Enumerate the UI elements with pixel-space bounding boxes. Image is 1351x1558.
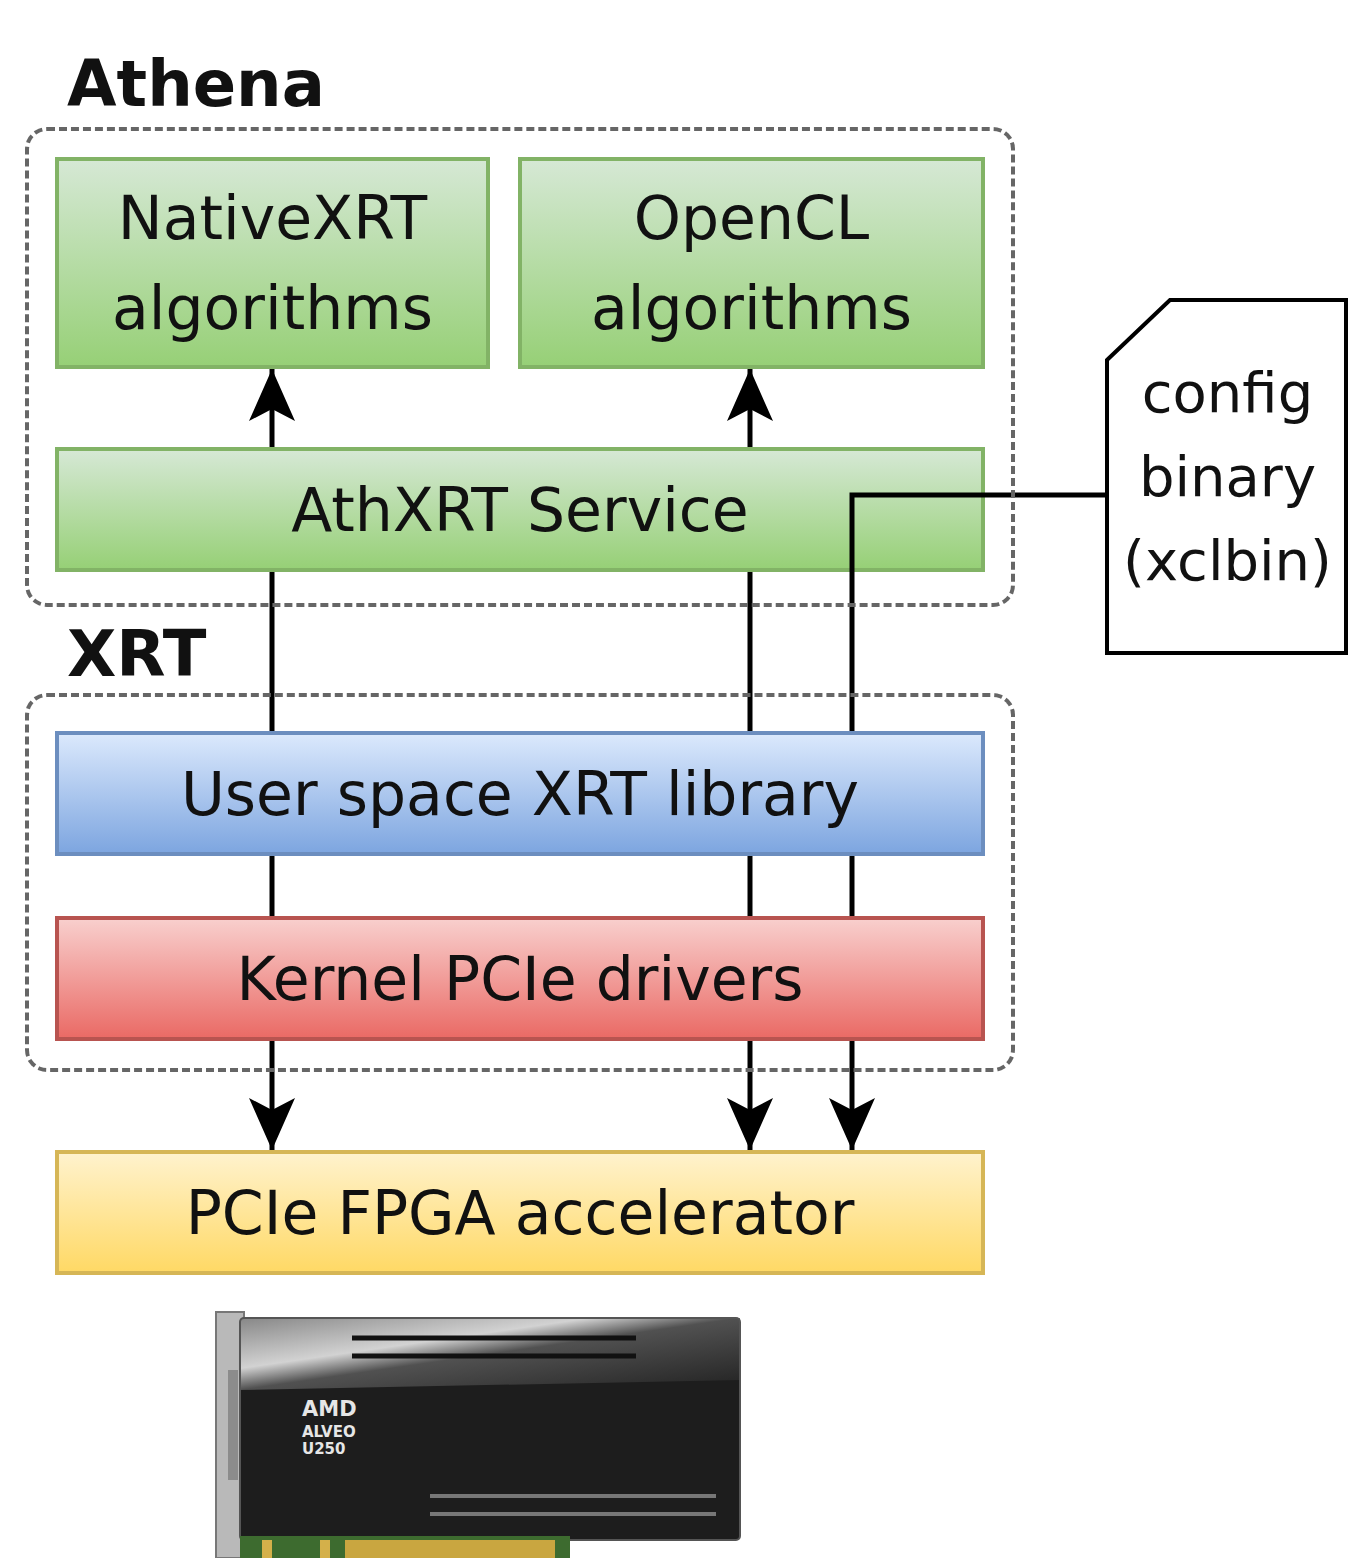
node-text: NativeXRT algorithms xyxy=(71,173,474,353)
connector xyxy=(270,856,275,916)
card-groove xyxy=(430,1494,716,1498)
node-content: AthXRT Service xyxy=(59,451,981,568)
connector xyxy=(748,1041,753,1150)
connector xyxy=(270,1041,275,1150)
config-wire xyxy=(852,495,985,572)
card-body xyxy=(240,1318,740,1540)
card-groove xyxy=(352,1336,636,1341)
card-label: AMD xyxy=(302,1399,357,1420)
group-heading: XRT xyxy=(67,617,206,691)
document-shape: config binary (xclbin) xyxy=(1105,298,1348,655)
process-box: Kernel PCIe drivers xyxy=(55,916,985,1041)
node-text: Kernel PCIe drivers xyxy=(236,940,803,1018)
card-bracket-slot xyxy=(228,1370,238,1480)
node-content: PCIe FPGA accelerator xyxy=(59,1154,981,1271)
group-heading: Athena xyxy=(67,47,325,121)
connector xyxy=(270,369,275,447)
group-box: XRTUser space XRT libraryKernel PCIe dri… xyxy=(25,693,1015,1072)
node-content: config binary (xclbin) xyxy=(1105,298,1348,655)
node-content: OpenCL algorithms xyxy=(522,161,981,365)
connector xyxy=(850,1041,855,1150)
node-text: AthXRT Service xyxy=(291,471,748,549)
card-shroud-highlight xyxy=(240,1318,740,1390)
node-content: NativeXRT algorithms xyxy=(59,161,486,365)
card-contacts xyxy=(345,1540,555,1558)
node-text: OpenCL algorithms xyxy=(534,173,969,353)
process-box: PCIe FPGA accelerator xyxy=(55,1150,985,1275)
connector xyxy=(270,572,275,731)
connector xyxy=(748,856,753,916)
card-outline xyxy=(240,1318,740,1540)
node-text: User space XRT library xyxy=(181,755,859,833)
card-label: U250 xyxy=(302,1442,346,1457)
process-box: User space XRT library xyxy=(55,731,985,856)
process-box: AthXRT Service xyxy=(55,447,985,572)
card-contact xyxy=(262,1540,272,1558)
group-box: AthenaNativeXRT algorithmsOpenCL algorit… xyxy=(25,127,1015,607)
connector xyxy=(748,369,753,447)
node-text: config binary (xclbin) xyxy=(1115,351,1340,603)
connector xyxy=(748,572,753,731)
card-pcb xyxy=(240,1536,570,1558)
process-box: OpenCL algorithms xyxy=(518,157,985,369)
process-box: NativeXRT algorithms xyxy=(55,157,490,369)
card-groove xyxy=(352,1354,636,1359)
connector xyxy=(850,856,855,916)
node-text: PCIe FPGA accelerator xyxy=(186,1174,855,1252)
card-label: ALVEO xyxy=(302,1425,356,1440)
node-content: Kernel PCIe drivers xyxy=(59,920,981,1037)
node-content: User space XRT library xyxy=(59,735,981,852)
card-contact xyxy=(320,1540,330,1558)
card-groove xyxy=(430,1512,716,1516)
document-outline-path xyxy=(1107,300,1346,653)
